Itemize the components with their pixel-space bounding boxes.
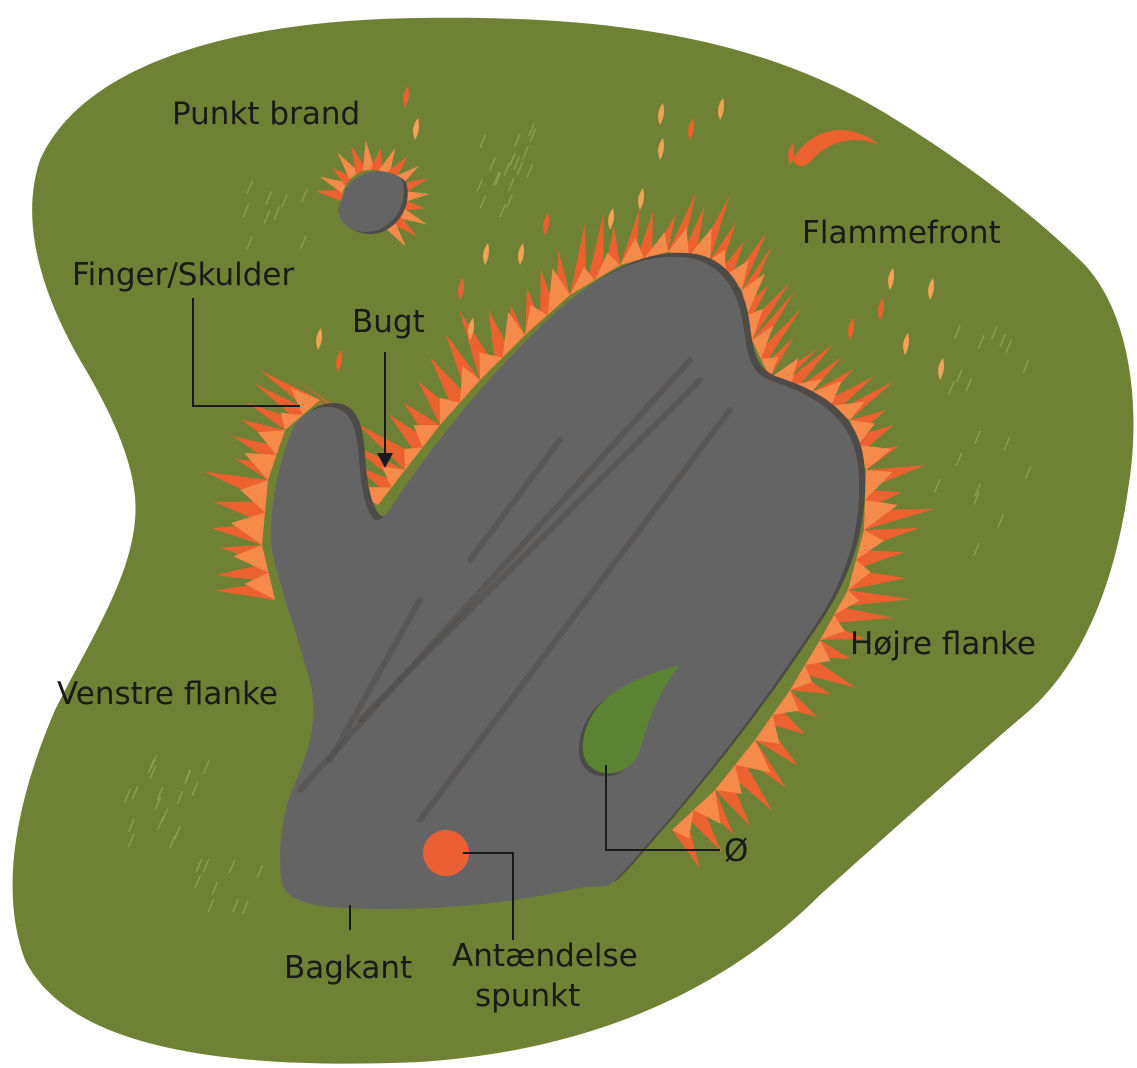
bay-label: Bugt: [352, 304, 425, 340]
island-label: Ø: [724, 833, 748, 869]
left-flank-label: Venstre flanke: [57, 676, 278, 712]
ignition-label-line1: Antændelse: [452, 938, 638, 974]
ignition-point-icon: [423, 830, 469, 876]
rear-label: Bagkant: [284, 950, 412, 986]
spot-fire-label: Punkt brand: [172, 96, 360, 132]
flame-front-label: Flammefront: [802, 215, 1001, 251]
finger-shoulder-label: Finger/Skulder: [72, 257, 294, 293]
right-flank-label: Højre flanke: [850, 626, 1036, 662]
ignition-label-line2: spunkt: [475, 978, 580, 1014]
